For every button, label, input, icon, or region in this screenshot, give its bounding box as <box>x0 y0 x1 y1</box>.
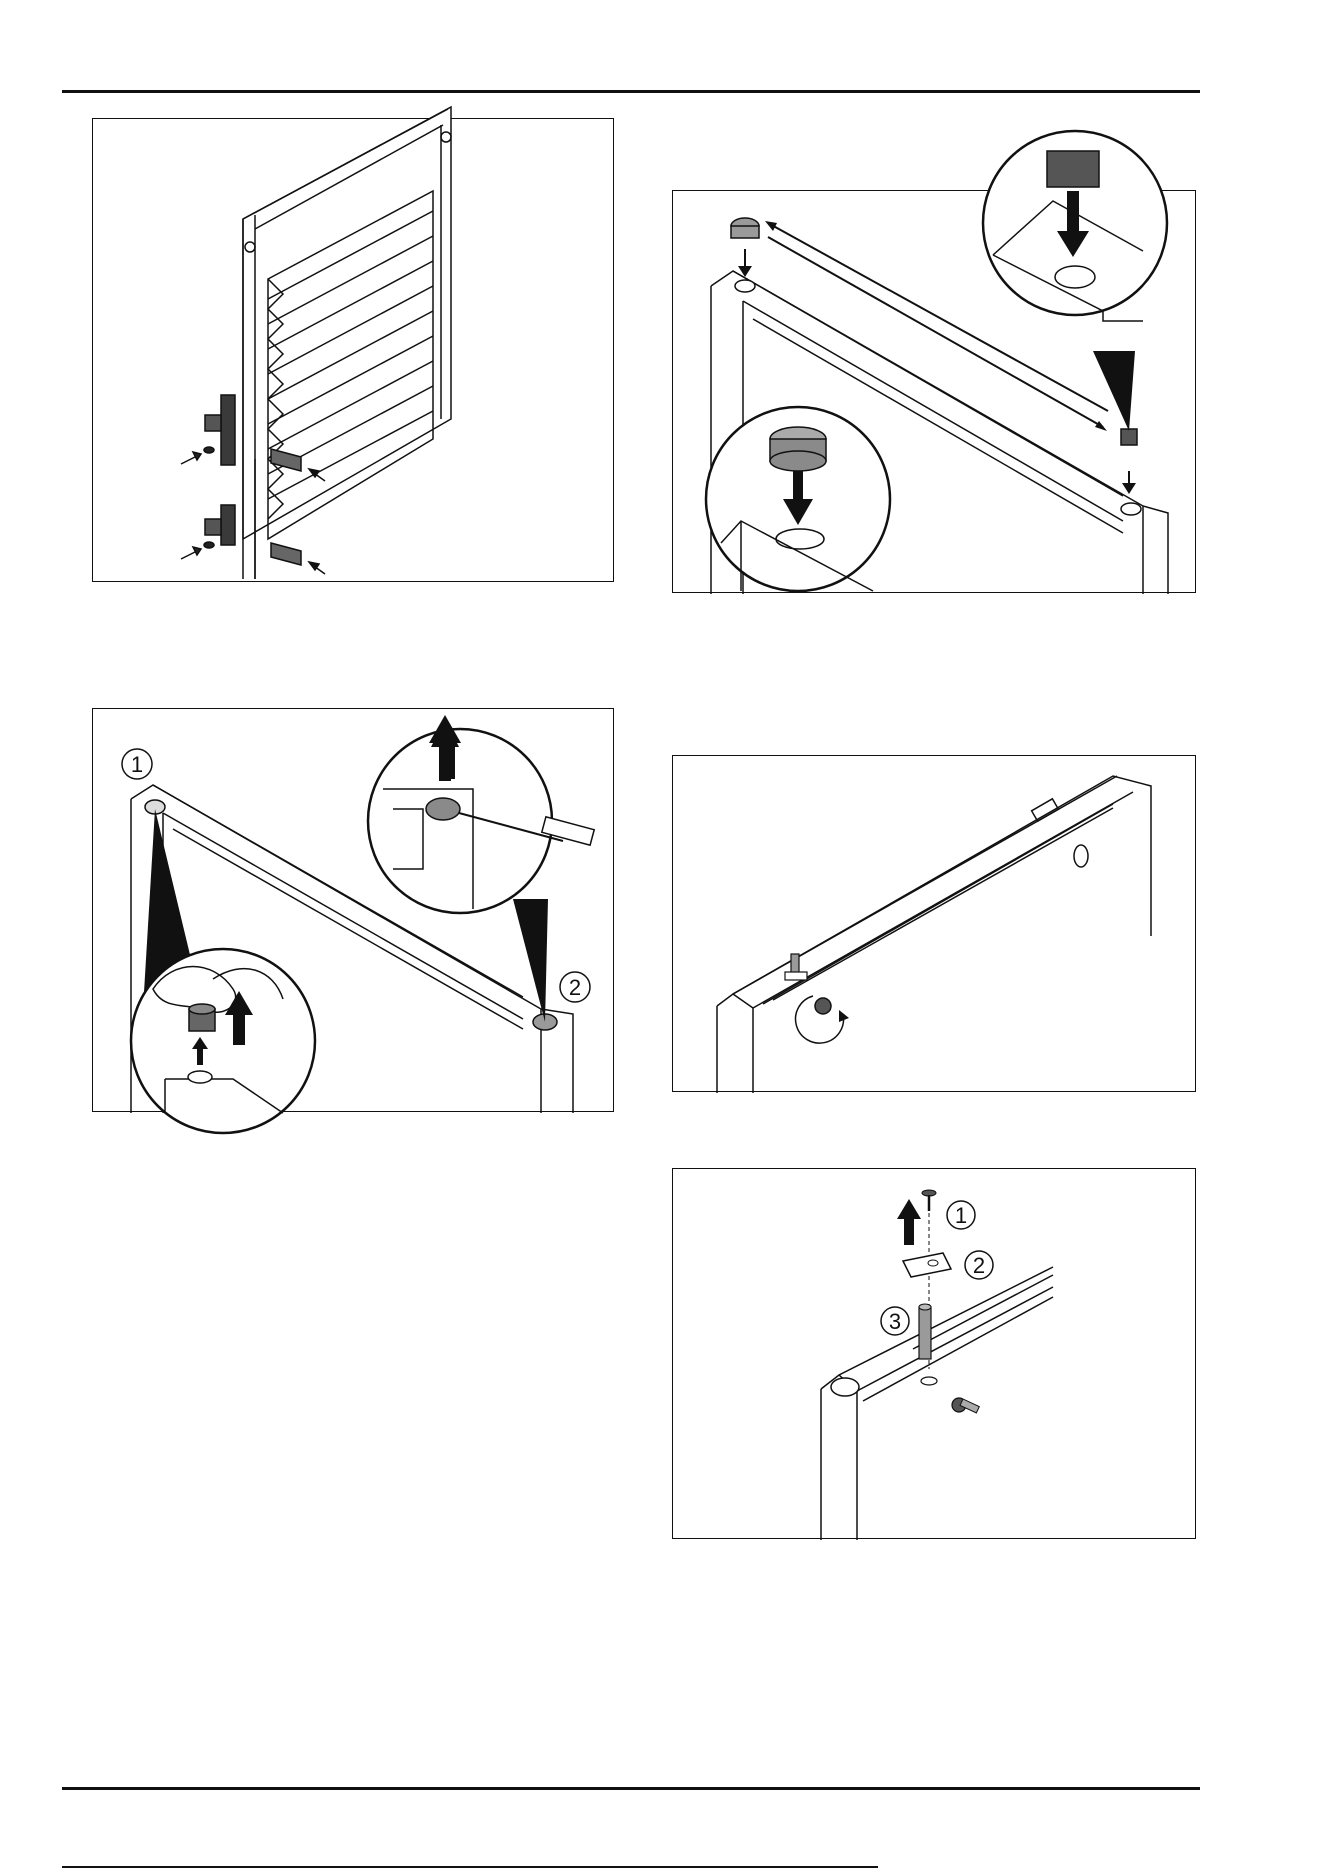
hinge-pin <box>919 1307 931 1359</box>
bush-piece-right <box>1121 429 1137 445</box>
zoom-detail-hand-cap <box>131 949 315 1133</box>
callout-3: 3 <box>889 1309 901 1334</box>
screw <box>922 1190 936 1211</box>
callout-2: 2 <box>569 975 581 1000</box>
bottom-rule <box>62 1787 1200 1790</box>
zoom-detail-cap <box>706 407 890 591</box>
callout-1: 1 <box>131 752 143 777</box>
key-icon <box>952 1398 979 1413</box>
insert-caps-illustration <box>673 191 1197 594</box>
figure-insert-caps <box>672 190 1196 593</box>
zoom-detail-bush <box>983 131 1167 321</box>
zoom-detail-screwdriver <box>368 715 594 913</box>
figure-door-hinges <box>92 118 614 582</box>
top-rule <box>62 90 1200 93</box>
door-hinge-illustration <box>93 119 615 583</box>
lock-cylinder <box>815 998 831 1014</box>
figure-remove-pin: 1 2 3 <box>672 1168 1196 1539</box>
figure-lock-rotate <box>672 755 1196 1092</box>
hinge-plate <box>903 1253 951 1277</box>
callout-1: 1 <box>955 1203 967 1228</box>
remove-pin-illustration: 1 2 3 <box>673 1169 1197 1540</box>
footer-rule <box>62 1866 878 1868</box>
lock-rotate-illustration <box>673 756 1197 1093</box>
callout-2: 2 <box>973 1253 985 1278</box>
remove-caps-illustration: 1 2 <box>93 709 615 1113</box>
figure-remove-caps: 1 2 <box>92 708 614 1112</box>
